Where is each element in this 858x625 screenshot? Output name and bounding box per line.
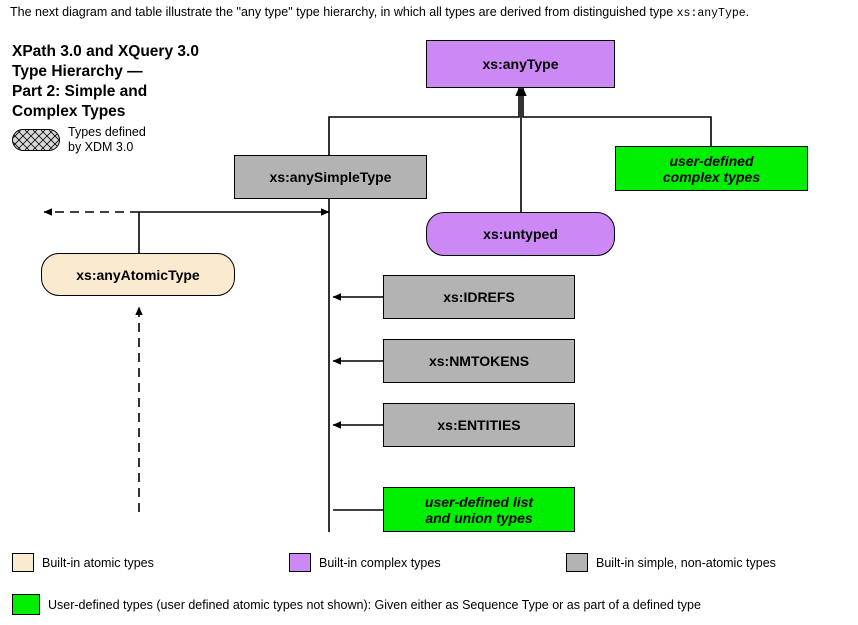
legend-label: Built-in complex types — [319, 555, 441, 570]
xdm-hatched-swatch — [12, 129, 60, 151]
title-line-1: XPath 3.0 and XQuery 3.0 — [12, 43, 199, 60]
node-xs-nmtokens[interactable]: xs:NMTOKENS — [383, 339, 575, 383]
node-user-defined-complex-types[interactable]: user-defined complex types — [615, 146, 808, 191]
node-xs-anysimpletype[interactable]: xs:anySimpleType — [234, 155, 427, 199]
node-label-line-1: user-defined — [669, 152, 754, 169]
legend-swatch-simple — [566, 553, 588, 572]
node-label-line-2: and union types — [425, 509, 533, 526]
legend-builtin-atomic: Built-in atomic types — [12, 553, 154, 572]
xdm-key-label: Types defined by XDM 3.0 — [68, 125, 146, 155]
node-label: xs:IDREFS — [443, 289, 515, 305]
node-xs-untyped[interactable]: xs:untyped — [426, 212, 615, 256]
legend-label: Built-in simple, non-atomic types — [596, 555, 776, 570]
legend-label: Built-in atomic types — [42, 555, 154, 570]
node-user-defined-list-and-union-types[interactable]: user-defined list and union types — [383, 487, 575, 532]
legend-swatch-user-defined — [12, 594, 40, 615]
intro-code-anytype: xs:anyType — [676, 7, 746, 20]
legend-user-defined: User-defined types (user defined atomic … — [12, 594, 701, 615]
title-line-3: Part 2: Simple and — [12, 83, 148, 100]
node-label-line-1: user-defined list — [424, 493, 534, 510]
title-line-2: Type Hierarchy — — [12, 63, 143, 80]
xdm-key-line-2: by XDM 3.0 — [68, 140, 134, 154]
legend-label: User-defined types (user defined atomic … — [48, 597, 701, 612]
node-label: xs:ENTITIES — [437, 417, 521, 433]
xdm-defined-key: Types defined by XDM 3.0 — [12, 125, 146, 155]
node-label: xs:NMTOKENS — [428, 353, 530, 369]
intro-paragraph: The next diagram and table illustrate th… — [10, 4, 749, 22]
node-label-line-2: complex types — [662, 168, 761, 185]
node-xs-anyatomictype[interactable]: xs:anyAtomicType — [41, 253, 235, 296]
intro-text-part2: . — [745, 5, 750, 19]
node-label: xs:anyType — [482, 56, 559, 72]
node-label: xs:anySimpleType — [269, 169, 392, 185]
title-line-4: Complex Types — [12, 103, 126, 120]
legend-swatch-atomic — [12, 553, 34, 572]
diagram-title: XPath 3.0 and XQuery 3.0 Type Hierarchy … — [12, 42, 292, 122]
node-xs-anytype[interactable]: xs:anyType — [426, 40, 615, 88]
node-xs-idrefs[interactable]: xs:IDREFS — [383, 275, 575, 319]
intro-text-part1: The next diagram and table illustrate th… — [10, 5, 677, 19]
node-label: xs:anyAtomicType — [76, 266, 200, 283]
node-xs-entities[interactable]: xs:ENTITIES — [383, 403, 575, 447]
legend-builtin-complex: Built-in complex types — [289, 553, 441, 572]
legend-swatch-complex — [289, 553, 311, 572]
diagram-canvas: XPath 3.0 and XQuery 3.0 Type Hierarchy … — [0, 22, 858, 625]
node-label: xs:untyped — [483, 226, 558, 242]
xdm-key-line-1: Types defined — [68, 125, 146, 139]
legend-builtin-simple: Built-in simple, non-atomic types — [566, 553, 776, 572]
